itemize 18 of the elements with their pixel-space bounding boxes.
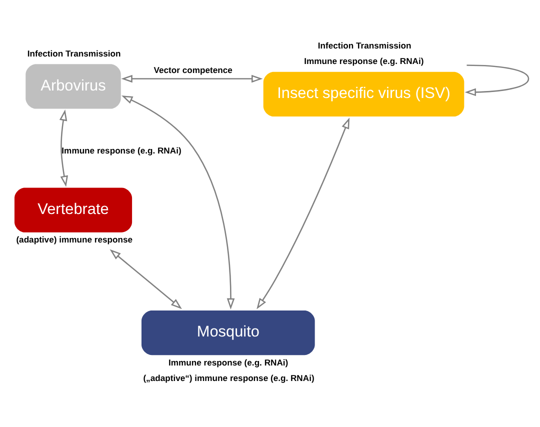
arrow: [464, 64, 530, 96]
arrow: [110, 249, 182, 310]
node-label: Immune response (e.g. RNAi): [168, 357, 288, 368]
node-label: (adaptive) immune response: [16, 234, 133, 245]
arrow: [256, 118, 350, 310]
edge-label: Vector competence: [154, 64, 232, 75]
node-box: Mosquito: [142, 310, 315, 356]
edge-label: Immune response (e.g. RNAi): [62, 145, 182, 156]
node-label: Infection Transmission: [318, 40, 412, 51]
node-box: Insect specific virus (ISV): [263, 72, 464, 117]
arrow: [121, 74, 263, 83]
node-label: Immune response (e.g. RNAi): [304, 56, 424, 66]
arrow: [59, 110, 68, 187]
node-box: Vertebrate: [14, 188, 132, 232]
node-box: Arbovirus: [26, 64, 121, 109]
node-label: („adaptive“) immune response (e.g. RNAi): [143, 372, 314, 383]
arrow: [121, 96, 235, 310]
node-label: Infection Transmission: [27, 48, 121, 58]
